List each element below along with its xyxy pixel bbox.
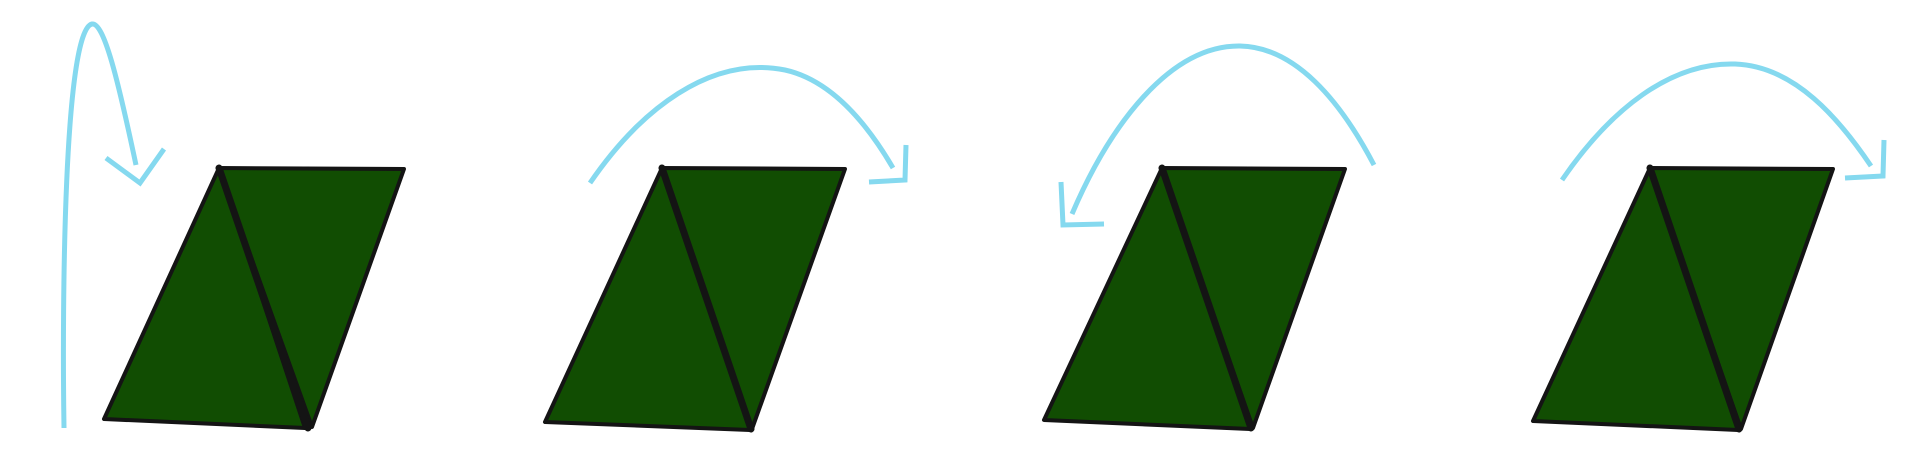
arrow-curve [1559, 61, 1874, 182]
panel-4 [1531, 61, 1887, 433]
split-line [215, 164, 312, 432]
parallelogram-shape [1042, 164, 1347, 432]
split-line [658, 164, 755, 433]
split-line [1158, 164, 1255, 432]
arrow-head [1844, 139, 1887, 181]
arrow-head [868, 144, 909, 185]
panel-2 [543, 65, 909, 433]
split-line [1646, 164, 1743, 433]
parallelogram-shape [1531, 164, 1835, 433]
flip-vertical-arrow-icon [60, 21, 167, 429]
parallelogram-shape [102, 164, 406, 432]
rotate-clockwise-arrow-icon [587, 65, 909, 185]
rotate-clockwise-arrow-icon [1559, 61, 1887, 182]
arrow-curve [587, 65, 896, 185]
arrow-curve [1069, 43, 1377, 215]
rotate-counterclockwise-arrow-icon [1058, 43, 1377, 228]
arrow-curve [60, 21, 139, 429]
arrow-head [104, 147, 167, 187]
parallelogram-shape [543, 164, 847, 433]
panel-1 [60, 21, 406, 432]
panel-3 [1042, 43, 1377, 432]
arrow-head [1058, 181, 1105, 228]
